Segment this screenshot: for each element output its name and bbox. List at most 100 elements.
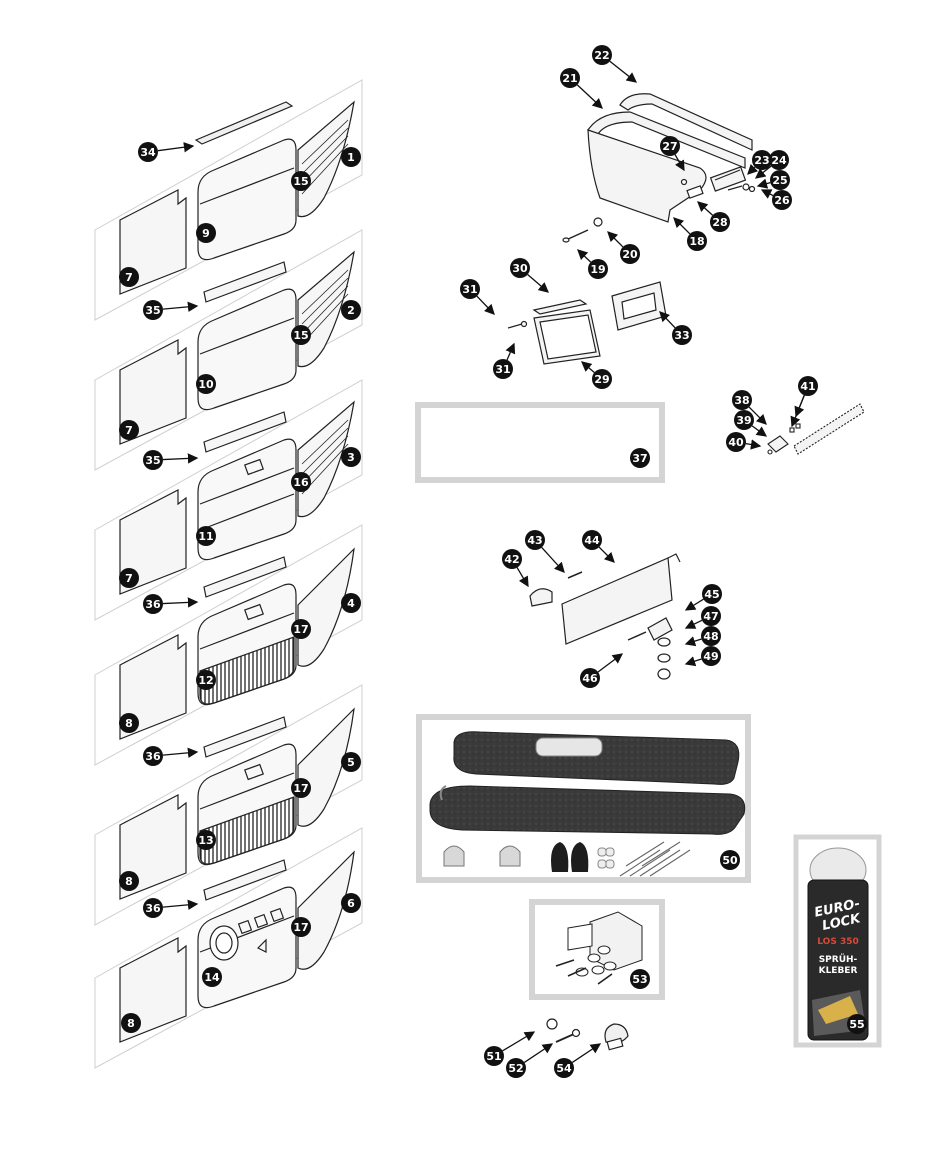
leader-arrow [157, 142, 195, 153]
leader-arrow [674, 154, 685, 172]
callout-badge [660, 136, 680, 156]
callout-badge [196, 526, 216, 546]
callout-c25: 25 [770, 170, 790, 190]
callout-number: 41 [800, 380, 815, 393]
callout-number: 7 [125, 572, 133, 585]
leader-arrow [523, 1043, 554, 1063]
callout-c41: 41 [798, 376, 818, 396]
callout-number: 28 [712, 216, 727, 229]
can-product-line2: KLEBER [819, 966, 858, 976]
backing-board [119, 339, 187, 445]
callout-badge [143, 746, 163, 766]
callout-c14: 14 [202, 967, 222, 987]
capping-strip [203, 261, 287, 303]
panel-pleat [301, 277, 349, 325]
callout-number: 8 [125, 717, 133, 730]
callout-badge [772, 190, 792, 210]
callout-badge [119, 713, 139, 733]
leader-arrow [162, 747, 199, 759]
callout-badge [734, 410, 754, 430]
callout-c11: 11 [196, 526, 216, 546]
handle-cutout [256, 938, 267, 953]
capping-strip [194, 101, 294, 145]
callout-badge [798, 376, 818, 396]
card-pocket [244, 763, 264, 781]
callout-c55: 55 [847, 1014, 867, 1034]
callout-badge [119, 871, 139, 891]
callout-number: 14 [204, 971, 220, 984]
door-panel-kits [94, 79, 363, 1069]
callout-c8c: 8 [121, 1013, 141, 1033]
callout-c51: 51 [484, 1046, 504, 1066]
callout-c21: 21 [560, 68, 580, 88]
fastener-kit-box [529, 899, 665, 1000]
callout-badge [732, 390, 752, 410]
callout-number: 9 [202, 227, 210, 240]
callout-number: 50 [722, 854, 738, 867]
callout-badge [484, 1046, 504, 1066]
panel-pleat [301, 419, 349, 465]
callout-c37: 37 [630, 448, 650, 468]
card-seam [199, 467, 295, 505]
panel-pleat [301, 427, 349, 475]
callout-badge [701, 626, 721, 646]
callout-number: 24 [771, 154, 787, 167]
callout-c34: 34 [138, 142, 158, 162]
callout-number: 35 [145, 454, 160, 467]
callout-c30: 30 [510, 258, 530, 278]
callout-badge [502, 549, 522, 569]
callout-number: 35 [145, 304, 160, 317]
callout-number: 39 [736, 414, 751, 427]
callout-number: 25 [772, 174, 787, 187]
leader-arrow [756, 178, 771, 189]
sunvisor-kit-box [416, 714, 751, 883]
callout-number: 53 [632, 973, 647, 986]
callout-number: 10 [198, 378, 214, 391]
panel-pleat [301, 119, 349, 165]
leader-arrow [684, 598, 704, 611]
callout-c31b: 31 [493, 359, 513, 379]
callout-c36c: 36 [143, 898, 163, 918]
switch-cutout [269, 907, 285, 923]
door-kit-row-6 [94, 827, 363, 1069]
switch-cutout [253, 913, 269, 929]
callout-c7b: 7 [119, 420, 139, 440]
callout-number: 21 [562, 72, 577, 85]
door-card [197, 438, 297, 561]
capping-strip [203, 859, 287, 901]
callout-number: 34 [140, 146, 156, 159]
leader-arrow [697, 201, 714, 216]
callout-number: 12 [198, 674, 213, 687]
callout-c6: 6 [341, 893, 361, 913]
callout-badge [493, 359, 513, 379]
door-card [197, 886, 297, 1009]
callout-badge [143, 300, 163, 320]
callout-badge [341, 447, 361, 467]
callout-c8b: 8 [119, 871, 139, 891]
backing-board [119, 794, 187, 900]
leader-arrow [576, 84, 603, 109]
callout-badge [580, 668, 600, 688]
leader-arrow [162, 301, 199, 313]
callout-c7a: 7 [119, 267, 139, 287]
panel-pleat [301, 135, 349, 185]
callout-badge [341, 593, 361, 613]
callout-badge [341, 752, 361, 772]
capping-strip [203, 411, 287, 453]
sunvisor-assembly [529, 553, 681, 680]
callout-c17a: 17 [291, 619, 311, 639]
door-card [197, 288, 297, 411]
callout-number: 3 [347, 451, 355, 464]
card-seam [199, 493, 295, 531]
leader-arrow [684, 636, 702, 647]
can-product-line1: SPRÜH- [819, 954, 858, 965]
leader-arrow [607, 231, 624, 248]
callout-badge [525, 530, 545, 550]
leader-arrow [516, 567, 529, 588]
callout-badge [143, 450, 163, 470]
callout-number: 31 [462, 283, 477, 296]
callout-c15a: 15 [291, 171, 311, 191]
callout-badge [121, 1013, 141, 1033]
door-kit-row-2 [94, 229, 363, 471]
callout-number: 15 [293, 175, 308, 188]
